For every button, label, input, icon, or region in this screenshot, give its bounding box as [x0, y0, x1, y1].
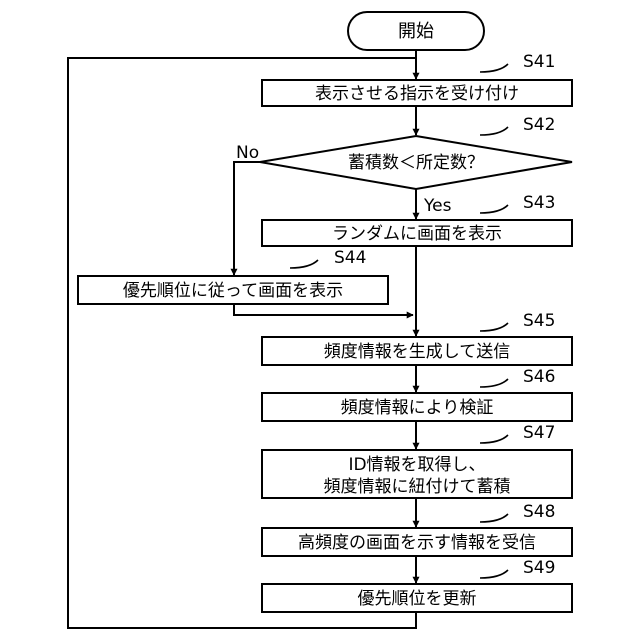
- step-s47-text-line2: 頻度情報に紐付けて蓄積: [324, 477, 511, 497]
- step-s49-id: S49: [523, 558, 555, 578]
- step-s48-text: 高頻度の画面を示す情報を受信: [298, 533, 536, 553]
- step-s41-text: 表示させる指示を受け付け: [315, 84, 519, 104]
- no-label: No: [236, 143, 259, 163]
- arrow-s44-to-merge: [234, 304, 413, 315]
- step-s41-id: S41: [523, 52, 555, 72]
- step-s46-leader: [480, 379, 508, 387]
- step-s49-text: 優先順位を更新: [358, 589, 477, 609]
- step-s45-leader: [480, 323, 508, 331]
- start-terminal: 開始: [348, 12, 484, 50]
- step-s41-leader: [480, 64, 508, 72]
- step-s44-text: 優先順位に従って画面を表示: [123, 281, 343, 301]
- step-s42-id: S42: [523, 115, 555, 135]
- step-s43-text: ランダムに画面を表示: [332, 224, 502, 244]
- step-s44-id: S44: [334, 248, 366, 268]
- step-s45-text: 頻度情報を生成して送信: [324, 342, 511, 362]
- yes-label: Yes: [423, 196, 452, 216]
- step-s48-id: S48: [523, 502, 555, 522]
- step-s47-id: S47: [523, 423, 555, 443]
- step-s42-leader: [480, 127, 508, 135]
- step-s43-leader: [480, 205, 508, 213]
- step-s43-id: S43: [523, 193, 555, 213]
- arrow-s42-no-to-s44: [234, 162, 260, 275]
- step-s47-text-line1: ID情報を取得し、: [348, 455, 485, 475]
- step-s49-leader: [480, 570, 508, 578]
- step-s48-leader: [480, 514, 508, 522]
- step-s47-leader: [480, 435, 508, 443]
- step-s46-id: S46: [523, 367, 555, 387]
- step-s46-text: 頻度情報により検証: [341, 398, 494, 418]
- decision-s42-text: 蓄積数＜所定数？: [348, 153, 484, 173]
- step-s44-leader: [290, 260, 318, 268]
- step-s45-id: S45: [523, 311, 555, 331]
- start-label: 開始: [398, 21, 434, 42]
